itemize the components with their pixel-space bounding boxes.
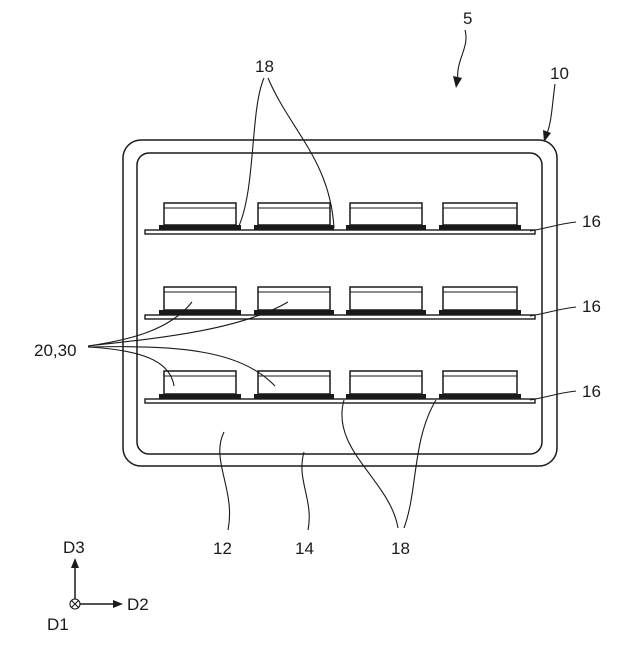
shelf-row-2 xyxy=(145,315,535,319)
component xyxy=(159,287,241,315)
component xyxy=(159,371,241,399)
leader-shelf xyxy=(530,307,576,316)
label-support-bottom: 18 xyxy=(391,539,410,558)
leader-housing xyxy=(546,84,555,136)
label-inner: 12 xyxy=(213,539,232,558)
arrow-up-icon xyxy=(71,558,79,568)
leader-component xyxy=(88,347,174,386)
leader-support xyxy=(342,400,398,528)
label-device: 5 xyxy=(463,9,472,28)
component-row-3 xyxy=(159,371,521,399)
component xyxy=(439,287,521,315)
component xyxy=(346,287,426,315)
component xyxy=(254,203,334,230)
component-row-2 xyxy=(159,287,521,315)
component xyxy=(439,371,521,399)
label-bottom: 14 xyxy=(295,539,314,558)
shelf-row-3 xyxy=(145,399,535,403)
leader-bottom xyxy=(302,452,309,530)
shelf-row-1 xyxy=(145,230,535,234)
arrowhead xyxy=(453,76,462,88)
component xyxy=(346,203,426,230)
leader-shelf xyxy=(530,391,576,400)
label-shelf-3: 16 xyxy=(582,382,601,401)
component xyxy=(159,203,241,230)
shelf xyxy=(145,399,535,403)
label-housing: 10 xyxy=(550,64,569,83)
leader-support xyxy=(404,400,436,528)
shelf xyxy=(145,315,535,319)
arrow-right-icon xyxy=(113,600,123,608)
axis-indicator: D3 D2 D1 xyxy=(47,538,149,634)
leader-inner xyxy=(220,432,230,530)
axis-d3: D3 xyxy=(63,538,85,557)
component xyxy=(439,203,521,230)
component xyxy=(346,371,426,399)
component xyxy=(254,371,334,399)
leader-device xyxy=(458,30,466,82)
label-shelf-2: 16 xyxy=(582,297,601,316)
component-row-1 xyxy=(159,203,521,230)
label-component: 20,30 xyxy=(34,341,77,360)
label-shelf-1: 16 xyxy=(582,212,601,231)
shelf xyxy=(145,230,535,234)
arrowhead xyxy=(543,130,551,142)
label-support-top: 18 xyxy=(255,57,274,76)
axis-d1: D1 xyxy=(47,615,69,634)
axis-d2: D2 xyxy=(127,595,149,614)
component xyxy=(254,287,334,315)
leader-shelf xyxy=(530,222,576,231)
